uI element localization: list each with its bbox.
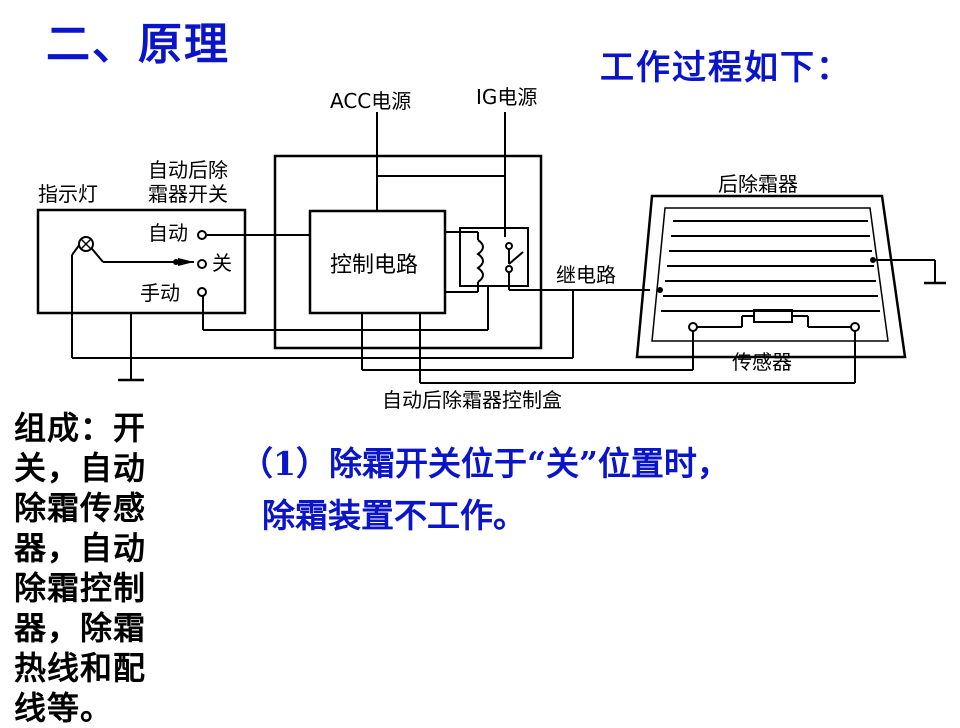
label-pos-manual: 手动 [140, 281, 180, 305]
terminal-sensor-right [850, 322, 860, 332]
terminal-manual [197, 287, 207, 297]
process-heading: 工作过程如下： [600, 48, 852, 88]
label-relay: 继电路 [556, 263, 616, 287]
slide-title: 二、原理 [46, 19, 230, 70]
label-indicator: 指示灯 [38, 182, 98, 206]
relay-box [459, 227, 529, 287]
label-ig-power: IG电源 [476, 85, 537, 109]
label-pos-auto: 自动 [148, 221, 188, 245]
label-defroster: 后除霜器 [718, 172, 798, 196]
control-box [273, 154, 543, 350]
terminal-off [197, 259, 207, 269]
composition-text: 组成：开关，自动除霜传感器，自动除霜控制器，除霜热线和配线等。 [14, 409, 147, 727]
terminal-sensor-left [688, 322, 698, 332]
defroster-inner-frame [651, 207, 889, 342]
step-1: （1）除霜开关位于“关”位置时， 除霜装置不工作。 [240, 438, 920, 542]
step-1-line-1: （1）除霜开关位于“关”位置时， [240, 444, 730, 483]
defroster-frame [635, 194, 907, 359]
relay-contact-top [505, 242, 513, 250]
label-auto-switch-line1: 自动后除 [148, 158, 228, 182]
label-pos-off: 关 [212, 251, 232, 275]
label-auto-switch-line2: 霜器开关 [148, 182, 228, 206]
label-acc-power: ACC电源 [330, 89, 411, 113]
defroster-circuit-diagram: ACC电源 IG电源 自动后除 霜器开关 指示灯 自动 关 手动 控制电路 继电… [36, 85, 946, 412]
label-control-box: 自动后除霜器控制盒 [382, 388, 562, 412]
switch-box [36, 208, 247, 315]
terminal-auto [197, 230, 207, 240]
label-sensor: 传感器 [732, 350, 792, 374]
relay-contact-bottom [505, 265, 513, 273]
step-1-line-2: 除霜装置不工作。 [262, 496, 526, 535]
label-control-circuit: 控制电路 [330, 253, 418, 278]
